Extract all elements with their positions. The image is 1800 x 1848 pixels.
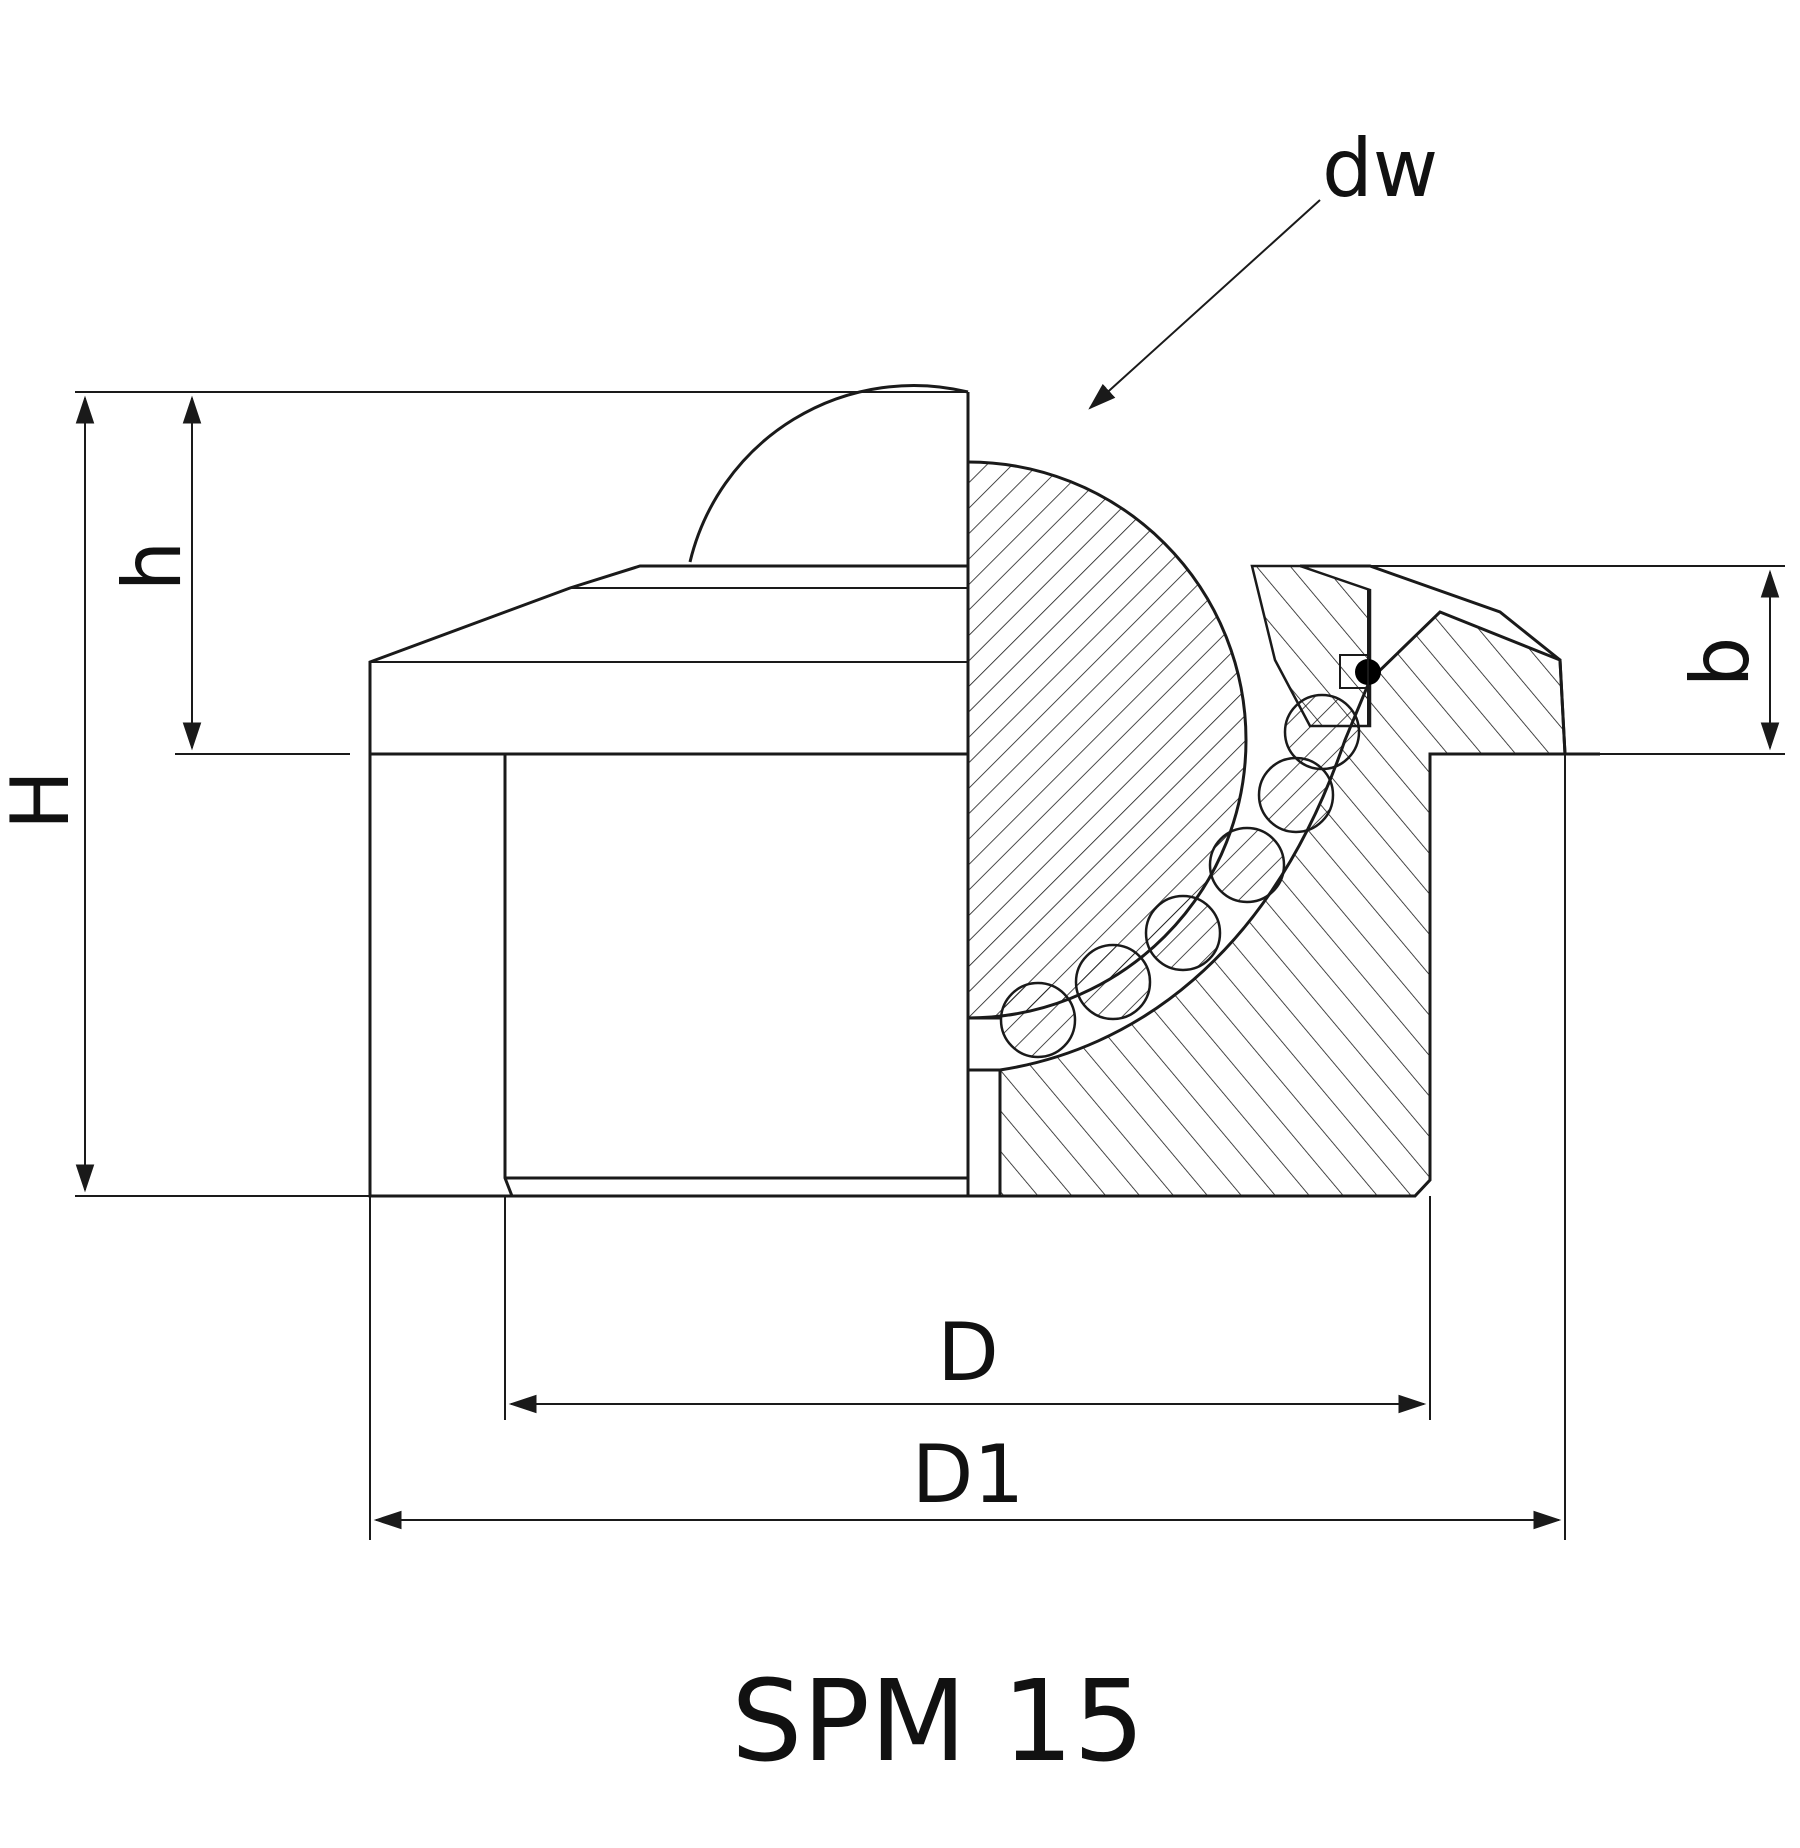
bore-outline [503,754,968,1197]
cap-outline-left [368,564,968,756]
support-balls [999,693,1361,1059]
body-outline-left [368,754,968,1198]
support-ball [1074,943,1152,1021]
label-h: h [106,541,199,592]
ball-top-left [688,384,969,563]
right-half-section [968,460,1600,1198]
main-ball [968,460,1248,1020]
drawing-title: SPM 15 [731,1657,1144,1787]
label-D: D [937,1306,999,1399]
support-ball [999,981,1077,1059]
dim-dw-leader [1088,199,1321,410]
label-b: b [1674,637,1767,688]
dimension-lines [75,199,1785,1540]
label-dw: dw [1322,122,1438,215]
left-half-view [368,384,970,1198]
support-ball [1208,826,1286,904]
support-ball [1283,693,1361,771]
label-D1: D1 [912,1428,1025,1521]
support-ball [1144,894,1222,972]
label-H: H [0,770,87,830]
